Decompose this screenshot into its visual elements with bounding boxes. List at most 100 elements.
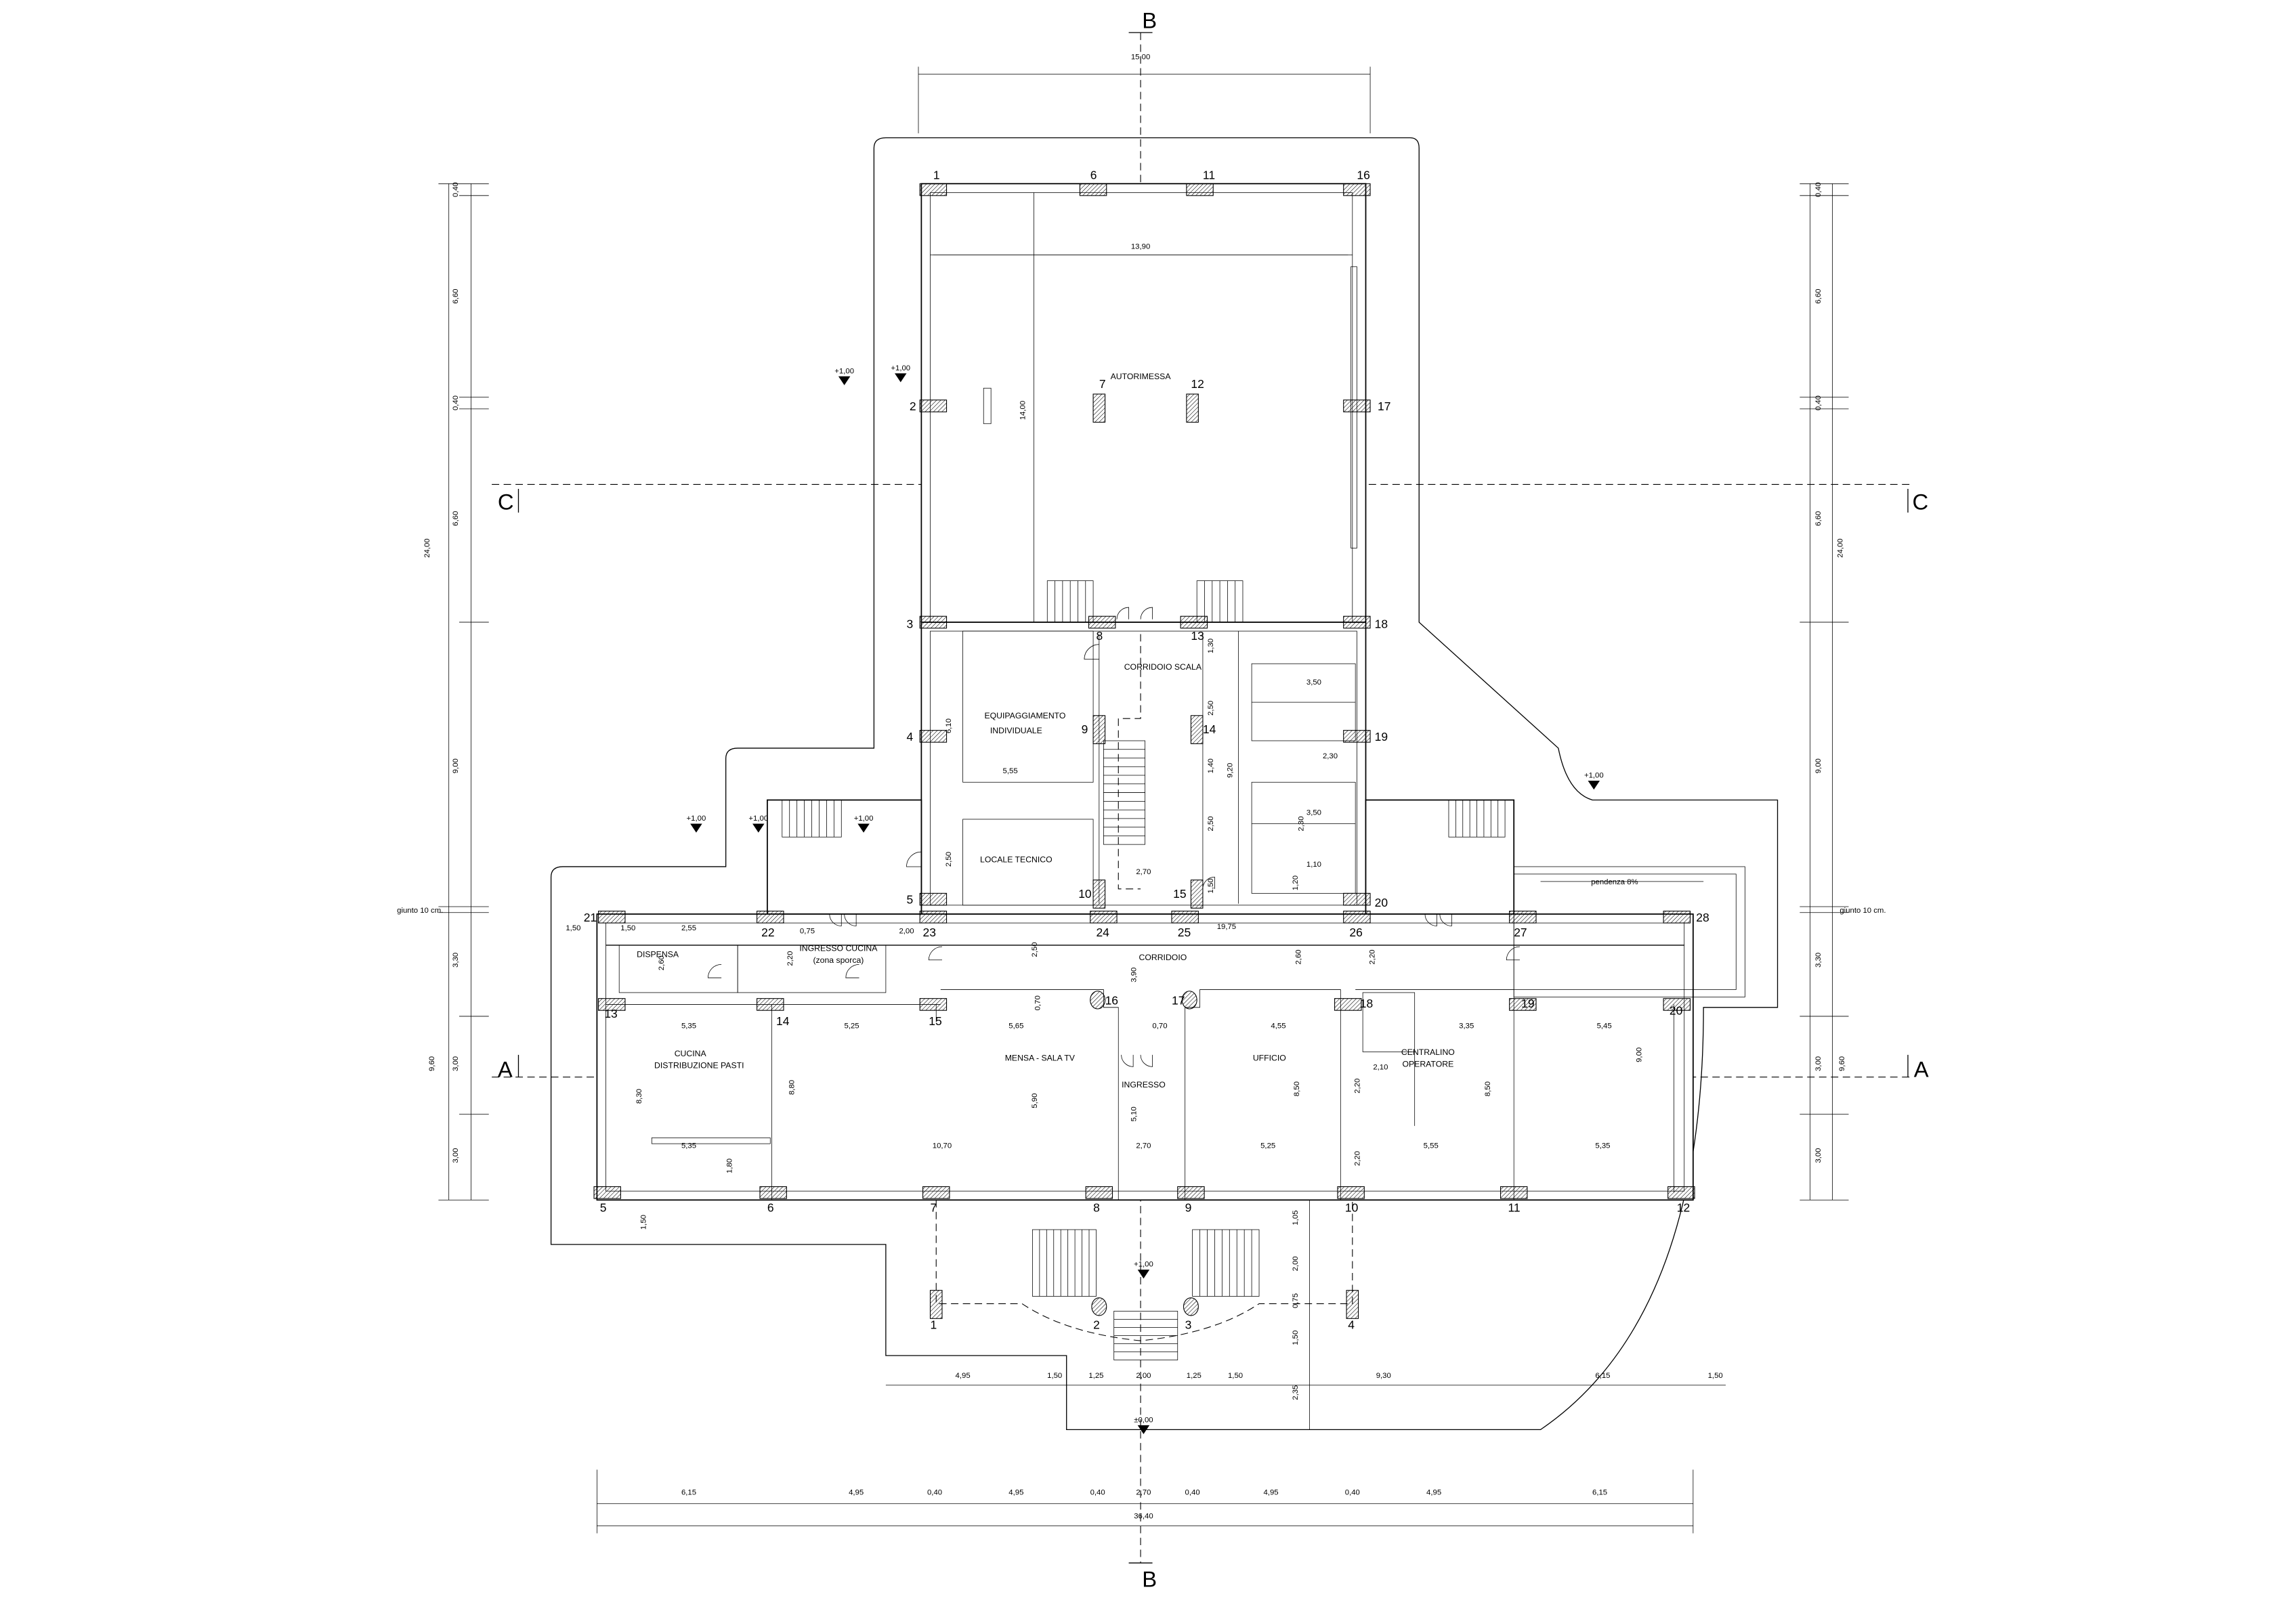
level-value: +1,00 [834,367,854,375]
room-stair-corridor: CORRIDOIO SCALA [1124,662,1202,672]
pillar: 4 [907,730,948,743]
doors [708,607,1520,1067]
pillar-number: 1 [930,1318,937,1332]
pillar: 20 [1343,892,1388,909]
pillar-number: 9 [1185,1201,1192,1215]
door-swing [1202,876,1215,889]
dimension-label: 0,40 [1185,1489,1200,1497]
dimension-label: 1,50 [640,1215,648,1230]
pillar-number: 25 [1178,926,1191,939]
dimension-label: 2,70 [1136,1489,1151,1497]
pillar: 6 [1079,169,1107,196]
dimension-label: 1,30 [1207,639,1215,653]
room-kitchen-entry-line2: (zona sporca) [813,955,864,965]
level-value: +1,00 [891,364,910,372]
section-label-a-left: A [498,1057,513,1082]
level-marker: +1,00 [687,815,706,833]
dimension-label: 2,50 [1031,942,1039,957]
pillar-number: 13 [604,1007,617,1020]
dimension-label: 15,00 [1131,53,1150,62]
room-switchboard-line2: OPERATORE [1402,1059,1453,1068]
pillar: 16 [1090,991,1118,1010]
pillar-number: 15 [1173,887,1186,901]
dimension-label: 2,35 [1292,1385,1300,1400]
room-canteen: MENSA - SALA TV [1005,1054,1076,1063]
pillar: 8 [1085,1186,1113,1215]
dimension-label: 2,50 [1207,701,1215,716]
dimension-label: 6,60 [452,511,460,526]
dimension-label: 5,25 [845,1022,859,1030]
door-swing [829,913,842,926]
pillar-number: 6 [1090,169,1097,182]
dimension-label: 3,00 [1814,1056,1823,1071]
door-swing [1140,607,1153,620]
pillar: 3 [907,615,948,631]
room-technical: LOCALE TECNICO [980,855,1053,864]
pillar: 10 [1337,1186,1365,1215]
pillar-number: 19 [1521,997,1534,1010]
level-value: ±0,00 [1134,1416,1153,1424]
section-label-b-bottom: B [1142,1566,1157,1591]
door-swing [1506,946,1520,961]
level-marker: +1,00 [748,815,768,833]
door-swing [1424,913,1437,926]
dimension-label: 13,90 [1131,243,1150,251]
dimension-label: 24,00 [1837,538,1845,557]
dimension-label: 0,70 [1034,995,1042,1010]
dimension-label: 9,60 [428,1056,436,1071]
pillar-number: 12 [1191,377,1204,391]
dimension-label: 8,80 [788,1080,796,1095]
dimension-label: 4,95 [1426,1489,1441,1497]
dimension-label: 3,30 [1814,953,1823,968]
dimension-label: 5,10 [1130,1106,1139,1121]
dimension-label: 1,10 [1306,861,1321,869]
stair-7 [1192,1229,1260,1297]
room-equipment-line1: EQUIPAGGIAMENTO [984,711,1065,720]
door-swing [1140,1054,1153,1067]
pillar-number: 21 [584,911,597,924]
pillar: 18 [1334,997,1373,1011]
room-pantry: DISPENSA [637,949,679,959]
level-marker: +1,00 [834,367,854,385]
pillar: 14 [757,998,790,1028]
pillar: 19 [1509,997,1537,1011]
pillar: 25 [1171,911,1199,939]
room-kitchen-line2: DISTRIBUZIONE PASTI [654,1061,744,1071]
dimension-label: 1,80 [725,1159,734,1173]
pillar-number: 7 [930,1201,937,1215]
dimension-label: 2,00 [1136,1372,1151,1380]
pillar: 15 [1173,880,1204,909]
dimension-label: 0,75 [1292,1293,1300,1308]
stair-1 [1046,580,1094,623]
pillar: 9 [1177,1186,1205,1215]
door-swing [845,964,859,978]
pillar: 13 [1180,615,1208,643]
pillar-number: 20 [1375,896,1388,909]
pillar-number: 11 [1508,1201,1520,1215]
pillar: 13 [598,998,626,1020]
door-swing [1116,607,1129,620]
pillar: 7 [922,1186,950,1215]
dimension-label: 9,60 [1838,1056,1846,1071]
dimension-label: 1,50 [1228,1372,1243,1380]
pillar: 6 [759,1186,787,1215]
dimension-label: 3,00 [452,1056,460,1071]
dimension-label: 1,25 [1187,1372,1202,1380]
pillar-number: 5 [600,1201,607,1215]
dimension-label: 5,65 [1008,1022,1023,1030]
pillar-number: 17 [1378,399,1390,413]
dimension-label: 1,50 [1047,1372,1062,1380]
dimension-label: 0,40 [1090,1489,1105,1497]
dimension-label: 3,90 [1130,968,1139,982]
section-label-c-left: C [498,490,514,515]
pillar: 1 [919,169,948,196]
dimension-label: 2,70 [1136,1142,1151,1150]
door-swing [844,913,857,926]
door-swing [1121,1054,1134,1067]
dimension-label: 19,75 [1217,923,1236,931]
dimension-label: 1,50 [620,924,635,932]
door-swing [928,946,942,961]
pillar: 17 [1343,399,1390,413]
dimension-label: 6,60 [452,289,460,304]
